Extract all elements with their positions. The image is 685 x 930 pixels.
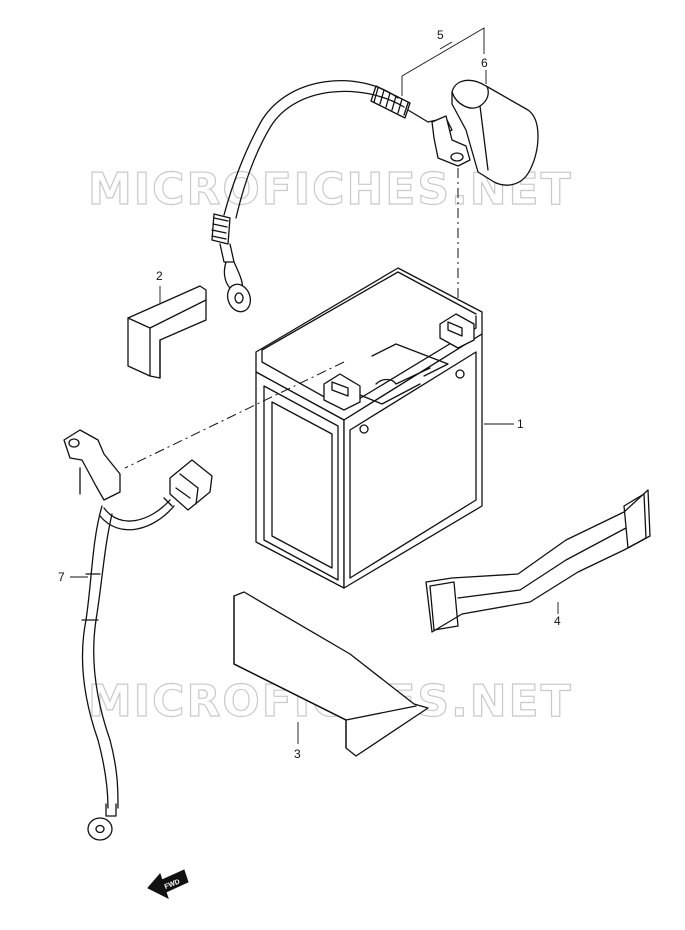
battery <box>255 267 483 589</box>
callout-3: 3 <box>294 747 301 761</box>
callout-7: 7 <box>58 570 65 584</box>
leader-lines <box>70 27 559 744</box>
battery-strap <box>425 489 651 633</box>
callout-6: 6 <box>481 56 488 70</box>
positive-cable <box>211 80 471 313</box>
callout-2: 2 <box>156 269 163 283</box>
negative-cable <box>63 429 213 841</box>
callout-1: 1 <box>517 417 524 431</box>
lower-plate <box>233 591 429 757</box>
callout-5: 5 <box>437 28 444 42</box>
callout-4: 4 <box>554 614 561 628</box>
fwd-arrow-icon: FWD <box>147 869 189 899</box>
terminal-cover <box>451 79 539 186</box>
battery-pad <box>127 285 207 379</box>
